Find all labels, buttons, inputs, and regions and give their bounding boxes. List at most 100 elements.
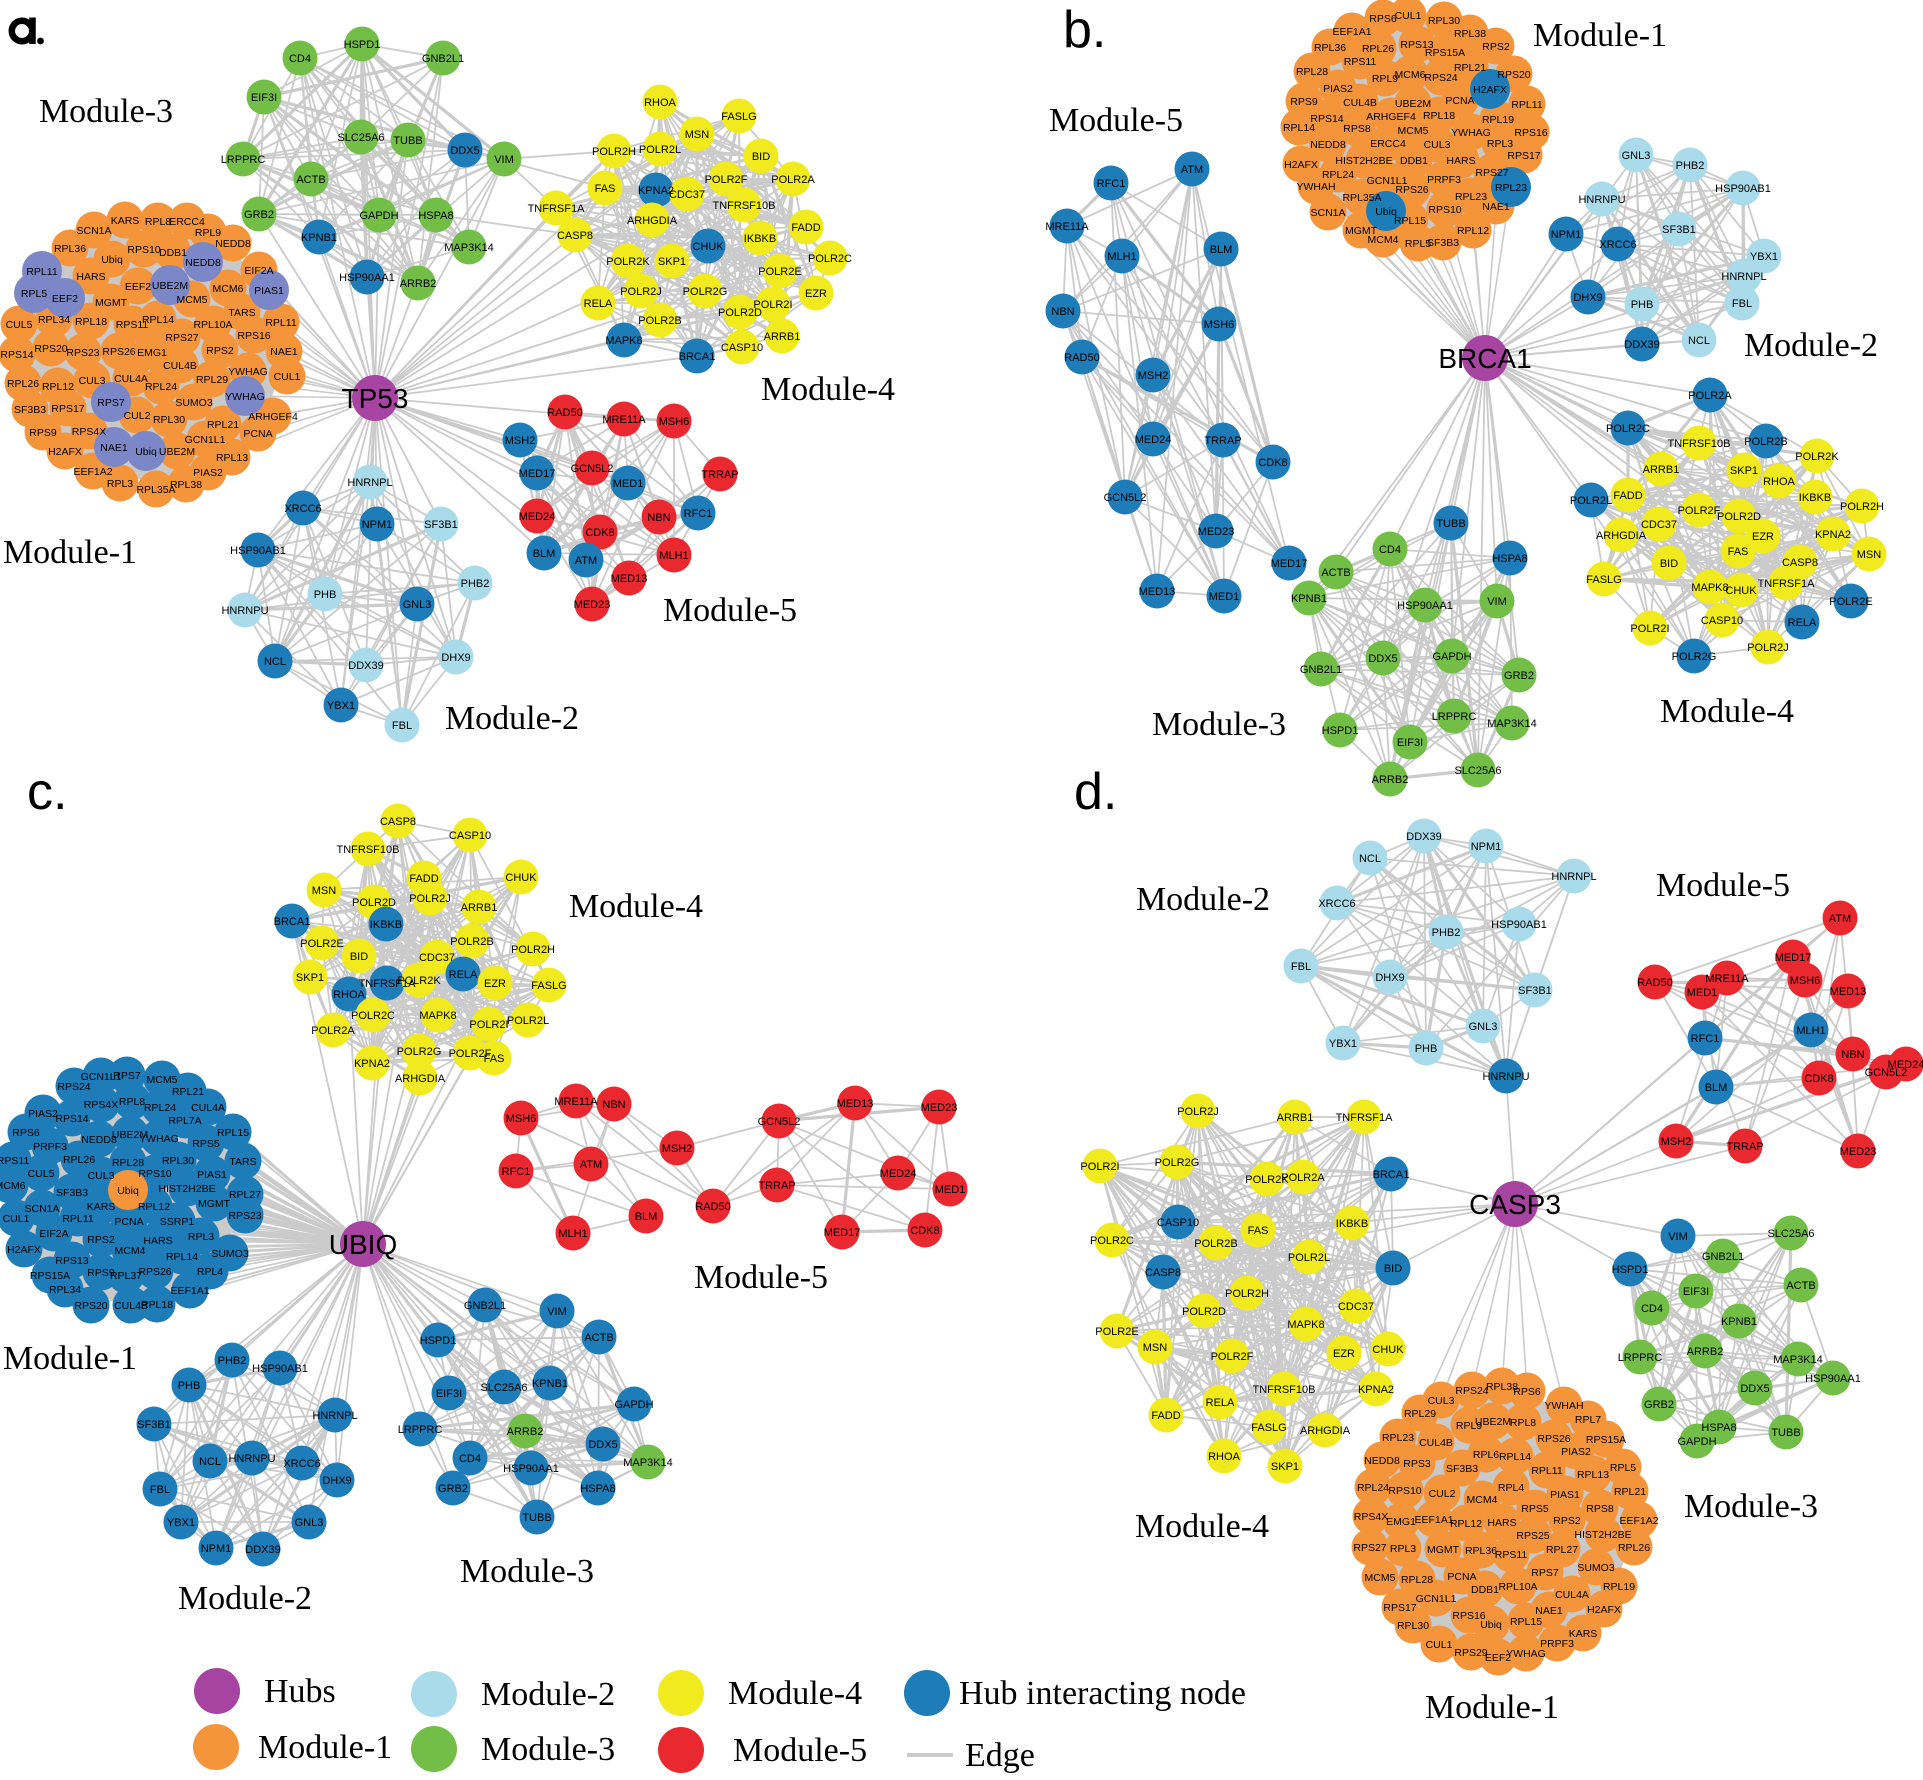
svg-text:RPS9: RPS9: [1290, 96, 1318, 108]
svg-text:DDB1: DDB1: [159, 247, 187, 259]
svg-text:MSN: MSN: [1143, 1342, 1168, 1354]
svg-text:RPL30: RPL30: [1397, 1620, 1429, 1632]
svg-text:RPS10: RPS10: [127, 244, 160, 256]
svg-text:RPL3: RPL3: [107, 478, 133, 490]
svg-text:NEDD8: NEDD8: [1364, 1455, 1400, 1467]
svg-text:HNRNPL: HNRNPL: [1721, 271, 1766, 283]
svg-text:GNB2L1: GNB2L1: [464, 1300, 506, 1312]
svg-text:RPS11: RPS11: [1495, 1549, 1528, 1561]
svg-text:RPL26: RPL26: [1618, 1542, 1650, 1554]
svg-text:RPL30: RPL30: [1428, 15, 1460, 27]
svg-text:POLR2H: POLR2H: [592, 146, 636, 158]
svg-text:RPL18: RPL18: [1423, 110, 1455, 122]
svg-text:EZR: EZR: [805, 288, 827, 300]
svg-text:EIF3I: EIF3I: [251, 92, 277, 104]
svg-text:RPL8: RPL8: [1510, 1417, 1536, 1429]
svg-text:KPNB1: KPNB1: [1291, 593, 1327, 605]
svg-text:ACTB: ACTB: [1786, 1280, 1815, 1292]
svg-text:Module-2: Module-2: [445, 700, 579, 737]
svg-text:HNRNPU: HNRNPU: [228, 1453, 275, 1465]
svg-text:MSH2: MSH2: [662, 1143, 693, 1155]
svg-text:MAPK8: MAPK8: [1691, 582, 1728, 594]
svg-text:RPL8: RPL8: [119, 1096, 145, 1108]
svg-text:Hubs: Hubs: [264, 1673, 336, 1710]
svg-text:NAE1: NAE1: [1482, 201, 1510, 213]
svg-text:RPS16: RPS16: [1452, 1610, 1485, 1622]
svg-text:IKBKB: IKBKB: [1336, 1218, 1368, 1230]
svg-text:RPL11: RPL11: [265, 317, 296, 329]
svg-text:BID: BID: [1660, 558, 1678, 570]
svg-text:FAS: FAS: [595, 183, 616, 195]
svg-text:POLR2F: POLR2F: [705, 174, 748, 186]
svg-text:MED23: MED23: [921, 1102, 958, 1114]
svg-text:TARS: TARS: [229, 1156, 256, 1168]
svg-text:HSP90AA1: HSP90AA1: [1397, 600, 1453, 612]
svg-text:EEF2: EEF2: [52, 293, 78, 305]
svg-text:RPS20: RPS20: [34, 343, 67, 355]
svg-text:RPS15A: RPS15A: [1586, 1434, 1626, 1446]
svg-text:EIF3I: EIF3I: [1397, 737, 1423, 749]
svg-text:CUL1: CUL1: [3, 1213, 30, 1225]
svg-text:RPL30: RPL30: [162, 1155, 194, 1167]
svg-text:ATM: ATM: [575, 555, 597, 567]
svg-text:CUL3: CUL3: [1424, 139, 1451, 151]
svg-text:CASP8: CASP8: [1145, 1267, 1181, 1279]
svg-text:TUBB: TUBB: [1436, 518, 1465, 530]
svg-text:LRPPRC: LRPPRC: [1618, 1352, 1663, 1364]
svg-text:RPL12: RPL12: [1457, 225, 1489, 237]
svg-text:MAPK8: MAPK8: [1287, 1319, 1324, 1331]
svg-text:PIAS2: PIAS2: [1323, 83, 1353, 95]
svg-text:DDX5: DDX5: [1740, 1383, 1769, 1395]
svg-text:POLR2E: POLR2E: [1095, 1326, 1138, 1338]
svg-text:IKBKB: IKBKB: [370, 919, 402, 931]
svg-text:CASP3: CASP3: [1469, 1189, 1561, 1220]
svg-text:PCNA: PCNA: [1447, 1571, 1476, 1583]
svg-text:FADD: FADD: [409, 873, 438, 885]
svg-text:POLR2B: POLR2B: [638, 315, 681, 327]
svg-text:MED23: MED23: [574, 599, 611, 611]
svg-text:CUL4A: CUL4A: [191, 1102, 225, 1114]
svg-text:CHUK: CHUK: [1725, 585, 1757, 597]
svg-text:NBN: NBN: [602, 1099, 625, 1111]
svg-text:FADD: FADD: [1151, 1410, 1180, 1422]
svg-text:ARRB2: ARRB2: [1687, 1346, 1724, 1358]
svg-text:RPL7A: RPL7A: [168, 1115, 201, 1127]
svg-text:MCM6: MCM6: [213, 283, 244, 295]
svg-text:MED23: MED23: [1198, 526, 1235, 538]
svg-text:SKP1: SKP1: [296, 972, 324, 984]
svg-text:YWHAG: YWHAG: [228, 366, 268, 378]
svg-text:MED24: MED24: [1888, 1059, 1923, 1071]
svg-text:RPS20: RPS20: [1497, 69, 1530, 81]
svg-text:CD4: CD4: [1641, 1303, 1663, 1315]
svg-text:MCM5: MCM5: [177, 294, 208, 306]
svg-text:GNB2L1: GNB2L1: [1702, 1251, 1744, 1263]
svg-text:HSP90AB1: HSP90AB1: [230, 545, 286, 557]
svg-text:RPL5: RPL5: [1405, 238, 1431, 250]
svg-text:RPL14: RPL14: [142, 314, 174, 326]
svg-text:MED17: MED17: [824, 1227, 861, 1239]
svg-text:KPNB1: KPNB1: [301, 232, 337, 244]
svg-text:H2AFX: H2AFX: [1587, 1604, 1621, 1616]
svg-text:RPS6: RPS6: [1369, 13, 1397, 25]
svg-text:SF3B3: SF3B3: [14, 404, 46, 416]
svg-text:RPS27: RPS27: [165, 332, 198, 344]
svg-text:POLR2D: POLR2D: [718, 307, 762, 319]
svg-text:Ubiq: Ubiq: [101, 254, 123, 266]
svg-text:RPL27: RPL27: [229, 1189, 261, 1201]
svg-text:RPS3: RPS3: [1403, 1458, 1431, 1470]
svg-text:RPS23: RPS23: [228, 1210, 261, 1222]
svg-text:MGMT: MGMT: [1427, 1544, 1460, 1556]
svg-text:POLR2L: POLR2L: [1288, 1252, 1330, 1264]
svg-text:MCM4: MCM4: [1467, 1494, 1498, 1506]
svg-text:CDK8: CDK8: [1804, 1073, 1833, 1085]
svg-text:FBL: FBL: [150, 1484, 170, 1496]
svg-text:POLR2I: POLR2I: [1080, 1161, 1119, 1173]
svg-text:RPS2: RPS2: [206, 345, 234, 357]
svg-text:MED24: MED24: [1135, 434, 1172, 446]
svg-text:RPL13: RPL13: [216, 452, 248, 464]
svg-text:HSP90AA1: HSP90AA1: [503, 1463, 559, 1475]
svg-text:KPNA2: KPNA2: [354, 1058, 390, 1070]
svg-text:PHB: PHB: [1631, 299, 1654, 311]
svg-text:PHB2: PHB2: [218, 1355, 247, 1367]
svg-text:Module-1: Module-1: [1533, 17, 1667, 54]
